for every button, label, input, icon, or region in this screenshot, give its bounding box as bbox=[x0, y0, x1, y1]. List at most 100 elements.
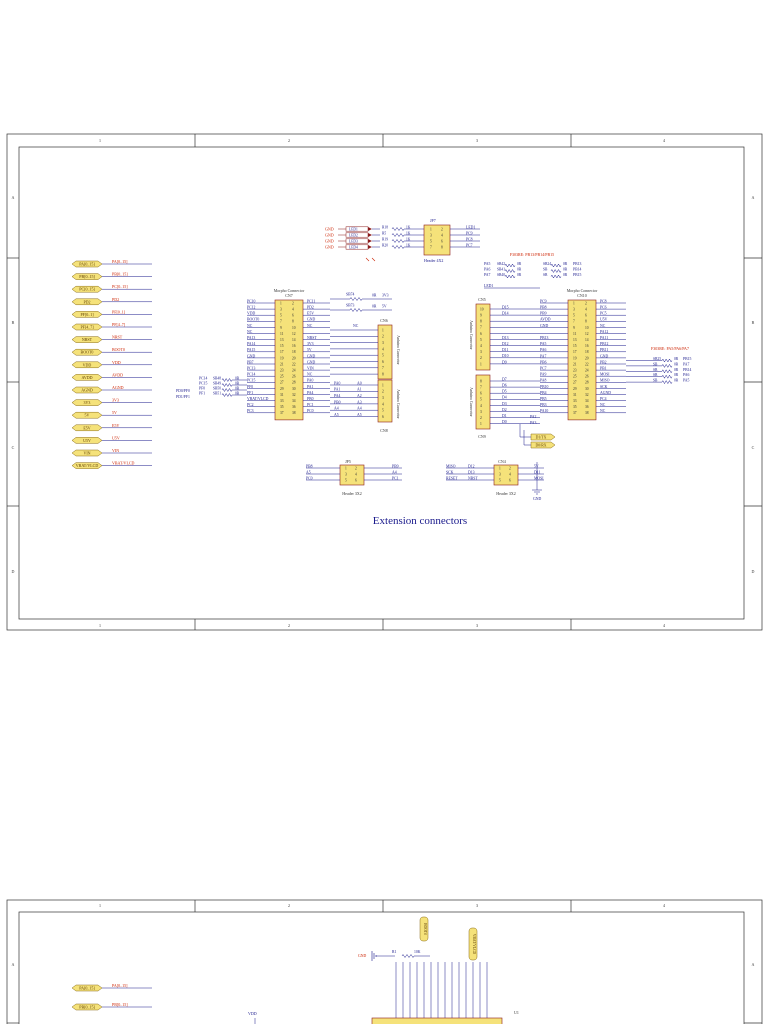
sheet1-col-labels-bottom: 1 2 3 4 bbox=[99, 623, 665, 628]
jp5-name: Header 3X2 bbox=[342, 491, 361, 496]
cn10-pin: 11 bbox=[573, 332, 577, 336]
cn10-pin: 37 bbox=[573, 411, 577, 415]
port-0-net-label: PA[0..15] bbox=[112, 259, 128, 264]
cn8-net-p: A4 bbox=[334, 407, 339, 411]
row-label: B bbox=[752, 320, 755, 325]
cn9-net: D1 bbox=[502, 414, 507, 418]
cn6-label: Arduino Connector bbox=[396, 335, 400, 365]
cn4-left-net2: D12 bbox=[468, 464, 475, 468]
cn10-right-sb-resistor bbox=[661, 374, 673, 379]
sheet2-port-1-net-label: PB[0..15] bbox=[112, 1002, 128, 1007]
cn10-right-sb-value: 0R bbox=[674, 362, 679, 366]
cn10-top-sb-net: PA6 bbox=[484, 268, 491, 272]
port-7-port-label: BOOT0 bbox=[81, 350, 94, 355]
port-3-net-label: PD2 bbox=[112, 297, 119, 302]
sheet2-row-labels: A A bbox=[12, 962, 755, 967]
cn10-pin: 5 bbox=[573, 314, 575, 318]
port-7-net-label: BOOT0 bbox=[112, 347, 125, 352]
sheet2-port-0-net-label: PA[0..15] bbox=[112, 983, 128, 988]
port-1-net-label: PB[0..15] bbox=[112, 272, 128, 277]
jp5-ref: JP5 bbox=[345, 459, 351, 464]
led-gnd-label: GND bbox=[325, 227, 334, 232]
sheet1-ports: PA[0..15] PA[0..15] PB[0..15] PB[0..15] PC[0… bbox=[71, 259, 152, 469]
cn7-pin: 17 bbox=[280, 350, 284, 354]
led-diode-icon bbox=[368, 227, 372, 231]
cn5-body bbox=[475, 303, 491, 371]
jp7-pin: 8 bbox=[441, 246, 443, 250]
row-label: A bbox=[12, 962, 15, 967]
cn4-name: Header 3X2 bbox=[496, 491, 515, 496]
port-4-net-label: PF[0..1] bbox=[112, 309, 126, 314]
cn5-pin: 6 bbox=[480, 332, 482, 336]
row-label: C bbox=[752, 445, 755, 450]
cn4-left-net: RESET bbox=[446, 476, 458, 480]
row-label: D bbox=[12, 569, 15, 574]
cn7-right-net: VIN bbox=[307, 367, 314, 371]
cn5-ref: CN5 bbox=[478, 297, 486, 302]
cn5-pin: 8 bbox=[480, 320, 482, 324]
jp7-pin: 6 bbox=[441, 240, 443, 244]
cn10-right-net: PA12 bbox=[600, 330, 608, 334]
cn10-left-net: PB4 bbox=[540, 391, 547, 395]
port-5-port-label: PF[4..7] bbox=[80, 325, 94, 330]
cn10-left-net: PA10 bbox=[540, 409, 548, 413]
col-label: 1 bbox=[99, 138, 101, 143]
sheet2-vbat-label: VBAT/VLCD bbox=[472, 934, 476, 955]
cn7-body bbox=[274, 299, 304, 421]
led-name: LED4 bbox=[349, 245, 358, 249]
led-gnd-label: GND bbox=[325, 245, 334, 250]
row-label: A bbox=[752, 195, 755, 200]
col-label: 1 bbox=[99, 623, 101, 628]
cn8-pin: 3 bbox=[382, 396, 384, 400]
cn8-net-p: PA4 bbox=[334, 394, 341, 398]
cn6-pin: 4 bbox=[382, 347, 384, 351]
cn7-pin: 32 bbox=[292, 393, 296, 397]
cn6-pin: 2 bbox=[382, 335, 384, 339]
cn7-left-net: PC12 bbox=[247, 306, 256, 310]
cn5-net: D15 bbox=[502, 305, 509, 309]
led-resistor-ref: R5 bbox=[382, 231, 386, 235]
cn8-net-p: A5 bbox=[334, 413, 339, 417]
cn10-pin: 13 bbox=[573, 338, 577, 342]
cn10-left-net: PB3 bbox=[540, 403, 547, 407]
cn9-pin: 4 bbox=[480, 404, 482, 408]
port-10-net-label: AGND bbox=[112, 385, 124, 390]
cn9-net: D4 bbox=[502, 396, 507, 400]
led-diode-icon bbox=[368, 233, 372, 237]
cn7-pin: 5 bbox=[280, 314, 282, 318]
cn6-pin: 3 bbox=[382, 341, 384, 345]
port-16-net-label: VBAT/VLCD bbox=[112, 461, 135, 466]
cn9-net: D3 bbox=[502, 402, 507, 406]
cn10-top-sb-net: PA5 bbox=[484, 262, 491, 266]
cn10-pin: 4 bbox=[585, 308, 587, 312]
cn10-top-sb-value: 0R bbox=[517, 262, 522, 266]
led-name: LED1 bbox=[349, 227, 358, 231]
port-1-port-label: PB[0..15] bbox=[79, 274, 95, 279]
cn7-left-net: NC bbox=[247, 330, 253, 334]
cn10-pin: 24 bbox=[585, 369, 589, 373]
sb-left-value: 0R bbox=[235, 391, 240, 395]
cn7-pin: 8 bbox=[292, 320, 294, 324]
cn4-left-net2: D13 bbox=[468, 470, 475, 474]
uart-rx-label: D0/RX bbox=[536, 444, 547, 448]
cn9-pin: 8 bbox=[480, 379, 482, 383]
cn10-top-sb-net: PA7 bbox=[484, 273, 491, 277]
cn10-left-net: GND bbox=[540, 324, 548, 328]
cn10-top-sb-value: 0R bbox=[563, 262, 568, 266]
cn9-net: D6 bbox=[502, 384, 507, 388]
sb-left-ref: SB48 bbox=[213, 376, 221, 380]
led-resistor bbox=[391, 239, 405, 243]
jp7-body bbox=[423, 224, 451, 256]
cn10-pin: 2 bbox=[585, 301, 587, 305]
port-2-net-label: PC[0..15] bbox=[112, 284, 128, 289]
port-8-port-label: VDD bbox=[83, 362, 92, 367]
cn9-pin: 1 bbox=[480, 422, 482, 426]
sheet2-boot0-port bbox=[419, 916, 429, 942]
cn7-pin: 19 bbox=[280, 356, 284, 360]
cn10-left-net: PB6 bbox=[540, 360, 547, 364]
jp7-net-label: PC8 bbox=[466, 237, 473, 241]
cn9-label: Arduino Connector bbox=[469, 387, 473, 417]
port-15-port-label: VIN bbox=[83, 451, 90, 456]
port-0-port-label: PA[0..15] bbox=[79, 262, 95, 267]
